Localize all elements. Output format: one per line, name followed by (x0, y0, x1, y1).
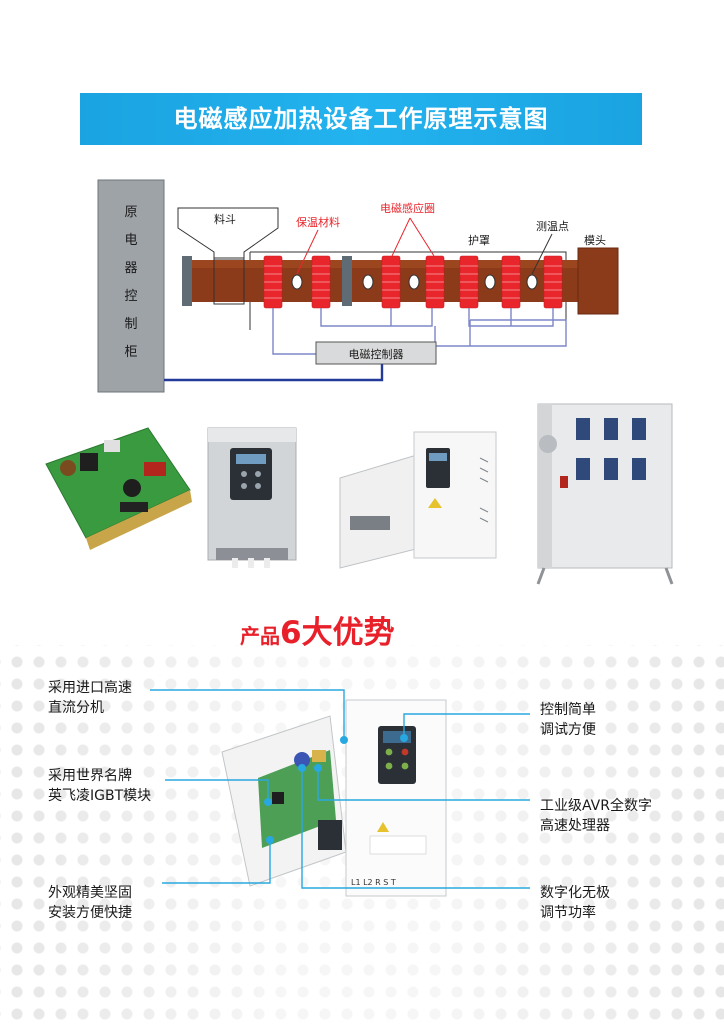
cabinet-char: 控 (124, 289, 137, 304)
warning-sticker (377, 822, 389, 832)
cabinet-char: 制 (124, 317, 137, 332)
feature-line: 控制简单 (540, 702, 596, 718)
shield-label: 护罩 (468, 233, 490, 247)
feature-line: 调节功率 (540, 905, 596, 921)
feature-line: 直流分机 (48, 700, 104, 716)
temp-point-label: 测温点 (536, 220, 569, 233)
cabinet-char: 柜 (124, 345, 137, 360)
em-controller-box (315, 341, 437, 365)
principle-diagram: 原 电 器 控 制 柜 料斗 (97, 179, 619, 393)
barrel-flange (342, 256, 352, 306)
callout-dots (264, 734, 408, 844)
page-title: 电磁感应加热设备工作原理示意图 (173, 105, 549, 133)
die-label: 模头 (584, 234, 606, 247)
hopper-label: 料斗 (214, 212, 236, 226)
feature-line: 数字化无极 (540, 885, 610, 901)
pcb-board-photo (45, 427, 192, 550)
advantages-title-highlight: 6大优势 (280, 615, 395, 651)
feature-line: 工业级AVR全数字 (540, 798, 652, 814)
feature-line: 英飞凌IGBT模块 (48, 788, 152, 804)
product-photos (45, 403, 674, 585)
cabinet-link (164, 364, 384, 382)
feature-line: 采用进口高速 (48, 680, 132, 696)
control-cabinet-photo (536, 403, 674, 585)
cabinet-char: 器 (124, 261, 137, 276)
advantages-title: 产品6大优势 (240, 613, 395, 653)
control-cabinet (97, 179, 165, 393)
device-illustration: L1 L2 R S T (150, 689, 530, 897)
feature-line: 外观精美坚固 (48, 885, 132, 901)
terminal-label: L1 L2 R S T (351, 878, 396, 887)
controller-unit-photo (207, 427, 297, 568)
die-head (577, 247, 619, 315)
barrel-flange (182, 256, 192, 306)
cabinet-char: 电 (124, 233, 137, 248)
feature-high-speed-dc-fan: 采用进口高速 直流分机 (48, 678, 132, 718)
em-controller-label: 电磁控制器 (349, 347, 404, 361)
coil-label: 电磁感应圈 (380, 201, 435, 215)
temperature-points (291, 274, 538, 290)
advantages-title-prefix: 产品 (240, 624, 280, 648)
feature-line: 安装方便快捷 (48, 905, 132, 921)
feature-sturdy-appearance: 外观精美坚固 安装方便快捷 (48, 883, 132, 923)
feature-line: 高速处理器 (540, 818, 610, 834)
controller-open-photo (339, 431, 497, 569)
cabinet-label: 原 电 器 控 制 柜 (124, 205, 137, 360)
feature-simple-control: 控制简单 调试方便 (540, 700, 596, 740)
feature-line: 采用世界名牌 (48, 768, 132, 784)
feature-stepless-power: 数字化无极 调节功率 (540, 883, 610, 923)
cabinet-char: 原 (124, 205, 137, 220)
feature-igbt-module: 采用世界名牌 英飞凌IGBT模块 (48, 766, 151, 806)
feature-line: 调试方便 (540, 722, 596, 738)
callout-lines (150, 689, 530, 889)
title-banner: 电磁感应加热设备工作原理示意图 (80, 93, 642, 145)
feature-avr-processor: 工业级AVR全数字 高速处理器 (540, 796, 652, 836)
insulation-label: 保温材料 (296, 215, 340, 229)
device-circuit-board (258, 750, 336, 848)
